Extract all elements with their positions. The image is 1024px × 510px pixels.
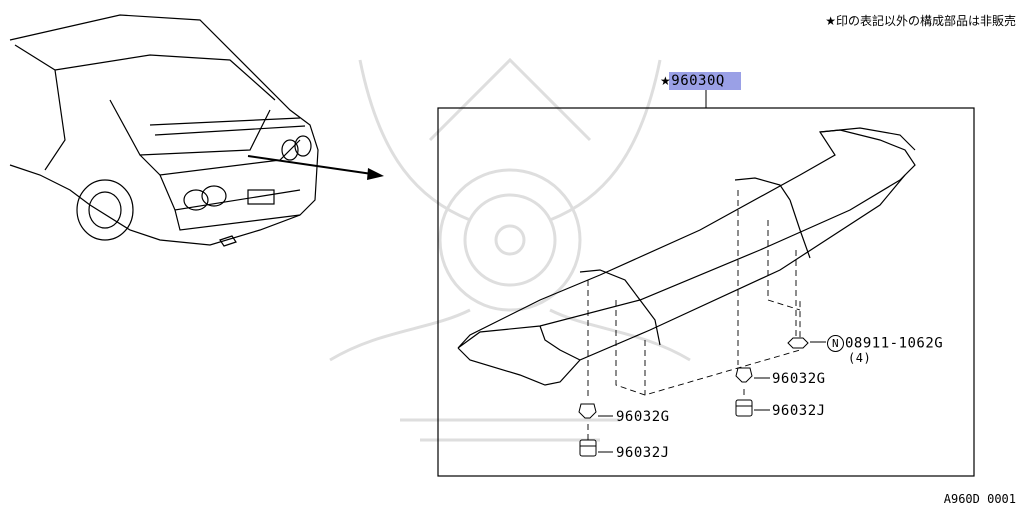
diagram-code: A960D 0001 xyxy=(943,492,1016,506)
assembly-dashed-lines xyxy=(587,190,801,440)
n-circle-icon: N xyxy=(827,335,844,352)
watermark-emblem xyxy=(329,57,691,442)
main-part-highlight[interactable] xyxy=(669,72,741,90)
nut-left-lower xyxy=(579,439,597,457)
fasteners xyxy=(578,337,809,457)
clip-left-upper xyxy=(578,403,597,419)
main-part-number: 96030Q xyxy=(671,73,725,89)
direction-arrow xyxy=(247,155,384,180)
star-marker: ★ xyxy=(660,74,672,88)
nut-right-lower xyxy=(735,399,753,417)
bolt-nut-quantity: (4) xyxy=(848,351,872,365)
clip-right-upper xyxy=(735,367,753,383)
left-upper-part-number[interactable]: 96032G xyxy=(616,409,670,425)
bolt-nut-number: 08911-1062G xyxy=(845,335,944,352)
leader-lines xyxy=(598,341,826,453)
bolt-nut-n xyxy=(787,337,809,349)
rear-spoiler xyxy=(457,127,916,386)
main-part-label[interactable]: ★96030Q xyxy=(660,73,725,89)
right-lower-part-number[interactable]: 96032J xyxy=(772,403,826,419)
right-upper-part-number[interactable]: 96032G xyxy=(772,371,826,387)
notice-text: ★印の表記以外の構成部品は非販売 xyxy=(825,14,1016,28)
car-outline xyxy=(9,14,319,247)
left-lower-part-number[interactable]: 96032J xyxy=(616,445,670,461)
